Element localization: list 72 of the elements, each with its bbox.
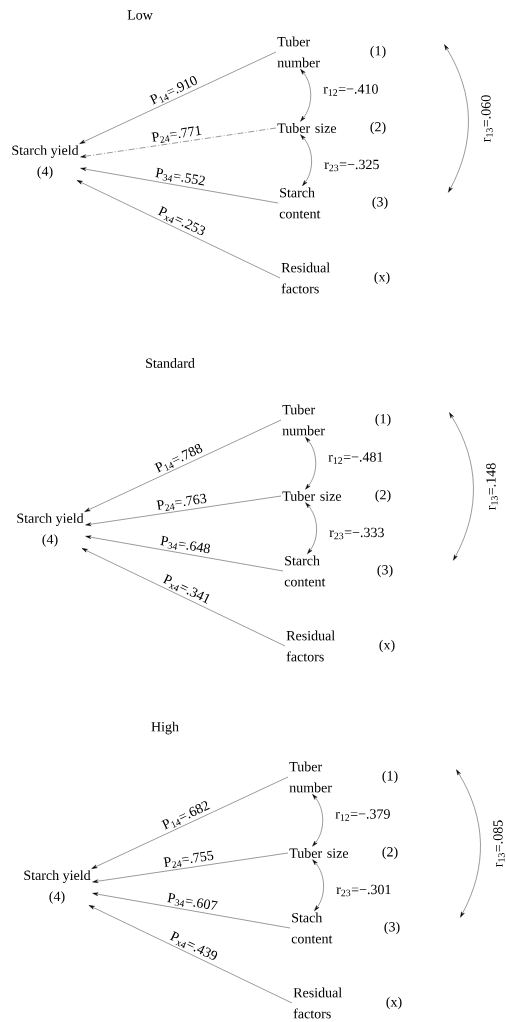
variable-label: Tuber size [282,491,342,501]
edge-label: P$_{14}$=.910 [149,76,197,105]
edge-label: P$_{x4}$=.341 [162,574,210,604]
path-arrow [80,167,279,204]
edge-label: r$_{12}$=−.481 [328,452,383,464]
variable-label: Tuber number [282,404,325,436]
path-arrow [92,852,289,883]
variable-number: (3) [372,196,388,210]
path-arrow [79,51,277,144]
path-arrow [80,127,277,158]
variable-label: Residual factors [286,630,335,662]
correlation-arc [449,412,474,561]
edge-label: P$_{x4}$=.253 [157,206,206,235]
correlation-arrow [305,502,317,554]
panel-heading: Low [127,10,153,20]
path-arrow [85,495,282,526]
edge-label: r$_{13}$=.060 [481,95,493,142]
edge-label: P$_{14}$=.788 [154,444,203,473]
variable-number: (x) [379,639,395,653]
variable-label: Tuber size [289,848,349,858]
correlation-arc [456,769,481,918]
variable-label: Tuber number [289,761,332,793]
edge-label: r$_{13}$=.085 [493,820,505,867]
edge-label: P$_{x4}$=.439 [169,931,218,960]
panel-heading: High [151,721,179,735]
edge-label: r$_{23}$=−.301 [336,884,391,897]
edge-label: r$_{13}$=.148 [486,463,498,510]
variable-label: Starch yield (4) [24,870,91,904]
edge-label: P$_{34}$=.552 [155,167,205,186]
variable-number: (1) [382,770,398,784]
path-arrow [84,419,282,512]
edge-label: r$_{12}$=−.379 [335,809,390,821]
variable-label: Tuber size [277,123,337,133]
edge-label: P$_{24}$=.771 [151,125,202,143]
variable-number: (2) [375,489,391,503]
edge-label: P$_{24}$=.763 [156,493,207,511]
variable-number: (1) [375,413,391,427]
edge-label: P$_{34}$=.607 [167,892,218,910]
variable-label: Tuber number [277,36,320,68]
variable-label: Starch yield (4) [17,513,84,547]
variable-number: (3) [384,921,400,935]
correlation-arrow [300,134,312,186]
edge-label: r$_{12}$=−.410 [323,84,378,96]
variable-label: Starch content [284,555,326,587]
edge-label: r$_{23}$=−.333 [329,527,384,540]
path-arrow [81,548,286,647]
correlation-arrow [305,437,316,490]
path-arrow [85,535,284,572]
path-arrow [91,776,289,869]
correlation-arrow [300,69,311,122]
panel-heading: Standard [146,358,195,368]
variable-label: Residual factors [281,262,330,294]
variable-number: (x) [386,996,402,1010]
variable-label: Starch content [279,187,321,219]
variable-number: (3) [377,564,393,578]
variable-number: (2) [370,121,386,135]
path-arrow [88,905,293,1004]
correlation-arrow [312,859,324,911]
variable-number: (1) [370,45,386,59]
edge-label: P$_{24}$=.755 [163,850,214,868]
correlation-arc [444,44,469,193]
variable-label: Stach content [291,912,333,944]
edge-label: r$_{23}$=−.325 [324,159,379,172]
path-arrow [76,180,281,279]
variable-label: Residual factors [293,987,342,1019]
path-arrow [92,892,291,929]
variable-label: Starch yield (4) [12,145,79,179]
variable-number: (2) [382,846,398,860]
variable-number: (x) [374,271,390,285]
edge-label: P$_{14}$=.682 [161,801,210,830]
correlation-arrow [312,794,323,847]
edge-label: P$_{34}$=.648 [160,535,210,554]
